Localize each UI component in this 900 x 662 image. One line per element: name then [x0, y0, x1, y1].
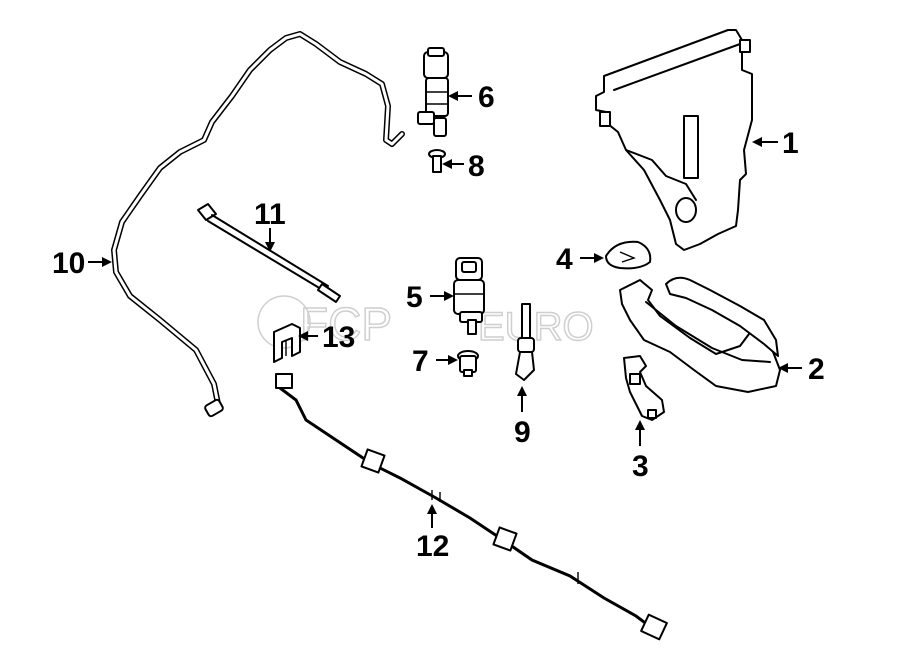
part-9-level-sensor[interactable] — [515, 303, 535, 381]
part-1-washer-reservoir[interactable] — [595, 29, 753, 251]
callout-8: 8 — [468, 150, 485, 183]
part-4-reservoir-cap[interactable] — [605, 240, 652, 270]
callout-10: 10 — [52, 247, 85, 280]
part-3-bracket[interactable] — [623, 355, 665, 421]
callout-4: 4 — [556, 243, 573, 276]
callout-5: 5 — [406, 281, 423, 314]
part-7-grommet[interactable] — [457, 350, 479, 377]
callout-1: 1 — [782, 127, 799, 160]
part-8-fastener[interactable] — [428, 149, 446, 173]
part-5-washer-pump[interactable] — [453, 257, 485, 335]
callout-13: 13 — [322, 321, 355, 354]
callout-6: 6 — [478, 81, 495, 114]
part-10-washer-hose[interactable] — [111, 31, 405, 418]
callout-7: 7 — [412, 345, 429, 378]
callout-3: 3 — [632, 450, 649, 483]
watermark-brand: FCP — [300, 298, 392, 350]
part-6-washer-pump[interactable] — [417, 47, 449, 137]
watermark-suffix: EURO — [478, 305, 594, 349]
callout-leaders — [88, 91, 802, 528]
fcp-euro-watermark: FCP EURO — [257, 295, 594, 351]
part-13-clip[interactable] — [273, 323, 301, 363]
callout-12: 12 — [416, 530, 449, 563]
callout-9: 9 — [514, 416, 531, 449]
part-12-wiring-harness[interactable] — [275, 373, 668, 641]
callout-11: 11 — [254, 198, 286, 231]
callout-numbers: 1 2 3 4 5 6 7 8 9 10 11 12 13 — [52, 81, 825, 563]
part-2-filler-neck[interactable] — [619, 276, 781, 393]
callout-2: 2 — [808, 353, 825, 386]
